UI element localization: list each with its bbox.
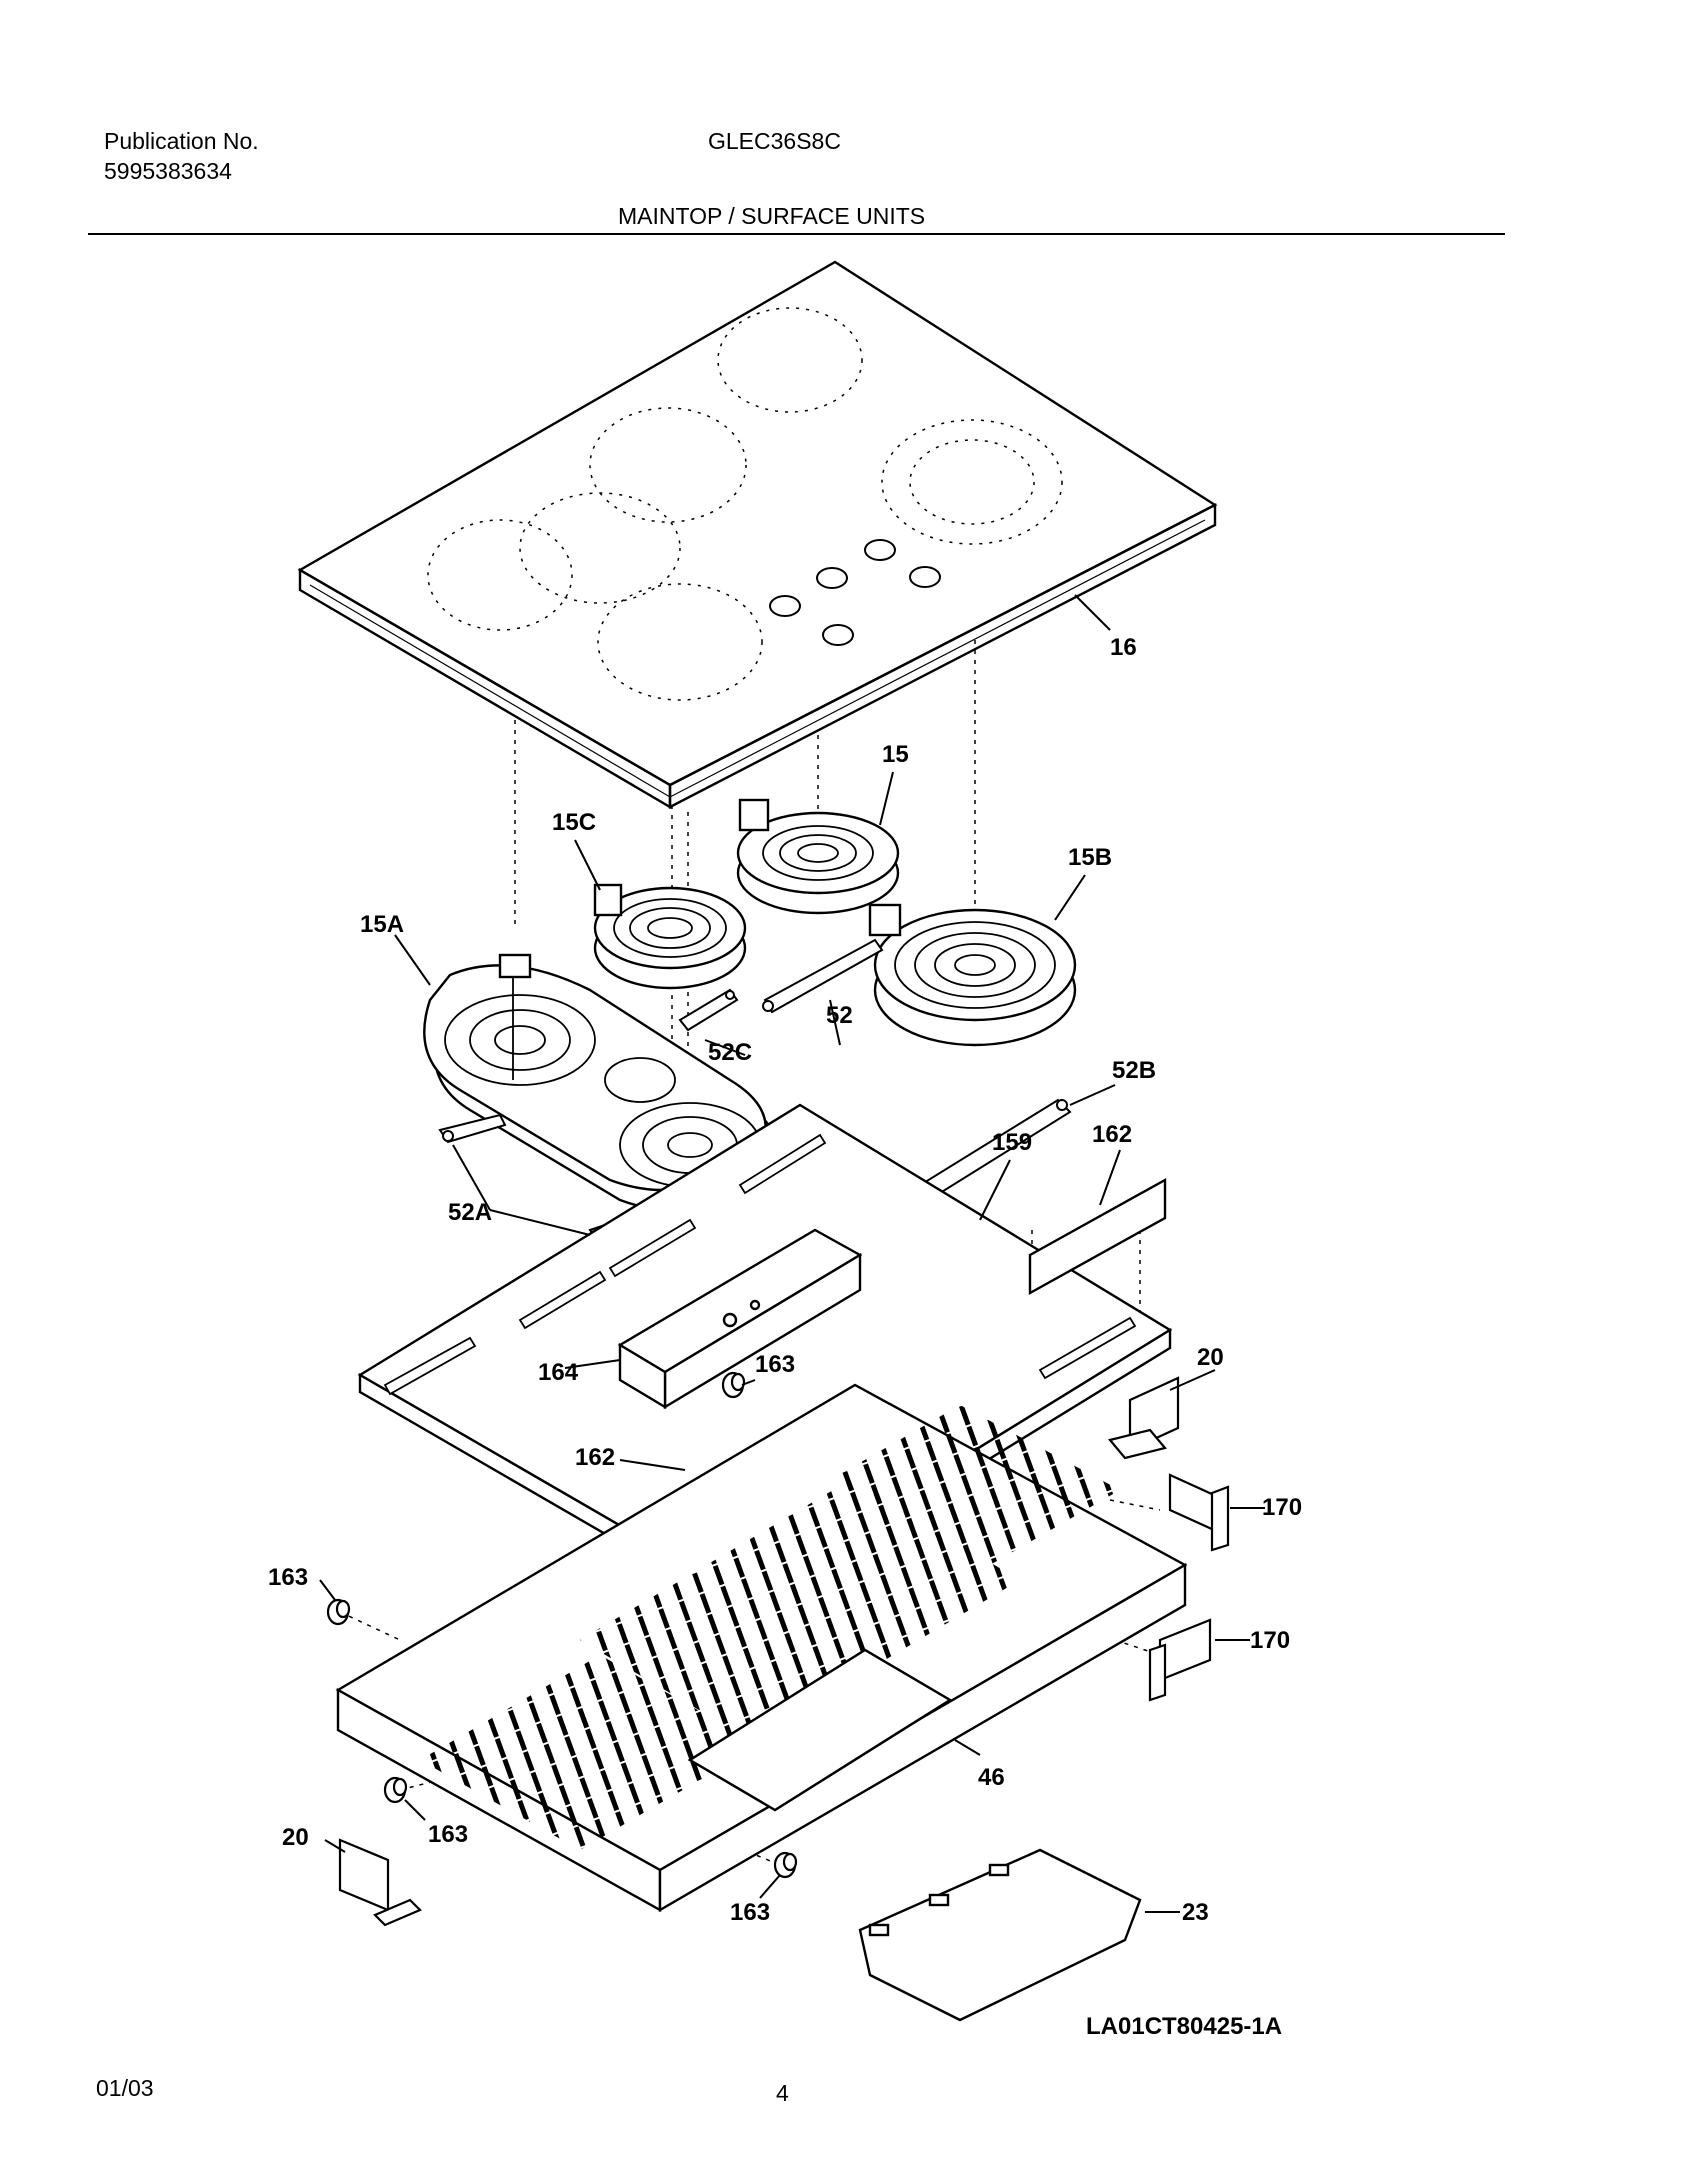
callout-163-bottom-center: 163 (730, 1899, 770, 1926)
support-channel-164 (617, 1228, 863, 1410)
callout-164: 164 (538, 1359, 579, 1386)
callout-15b: 15B (1068, 844, 1112, 871)
grommets-163 (326, 1371, 798, 1879)
bracket-170-lower (1148, 1618, 1212, 1702)
callout-170-upper: 170 (1262, 1494, 1302, 1521)
leader-lines (319, 594, 1265, 1913)
drawing-number: LA01CT80425-1A (1086, 2013, 1283, 2040)
callout-23: 23 (1182, 1899, 1209, 1926)
callout-20-left: 20 (282, 1824, 309, 1851)
callout-52a: 52A (448, 1199, 492, 1226)
callout-163-center: 163 (755, 1351, 795, 1378)
surface-unit-15b (868, 903, 1077, 1047)
callout-20-right: 20 (1197, 1344, 1224, 1371)
callout-52b: 52B (1112, 1057, 1156, 1084)
callout-162-center: 162 (575, 1444, 615, 1471)
callout-15c: 15C (552, 809, 596, 836)
bracket-52c (678, 988, 739, 1032)
section-title: MAINTOP / SURFACE UNITS (618, 203, 926, 229)
bracket-20-left (338, 1838, 422, 1927)
page-number: 4 (776, 2080, 789, 2106)
callout-52: 52 (826, 1002, 853, 1029)
insulation-162-right (1028, 1177, 1167, 1296)
surface-unit-15 (736, 798, 900, 915)
publication-date: 01/03 (96, 2075, 154, 2101)
callout-162-right: 162 (1092, 1121, 1132, 1148)
bracket-20-right (1108, 1376, 1180, 1460)
callout-15a: 15A (360, 911, 404, 938)
model-number: GLEC36S8C (708, 128, 841, 154)
callout-163-bottom-left: 163 (428, 1821, 468, 1848)
publication-number: 5995383634 (104, 158, 232, 184)
surface-unit-15c (593, 883, 747, 990)
callout-163-left: 163 (268, 1564, 308, 1591)
cover-plate-23 (858, 1848, 1142, 2022)
callout-15: 15 (882, 741, 909, 768)
callout-170-lower: 170 (1250, 1627, 1290, 1654)
bracket-52 (762, 938, 884, 1014)
callout-159: 159 (992, 1129, 1032, 1156)
callout-labels: 16 15 15C 15B 15A 52 52B 52C 52A 159 162… (268, 634, 1302, 1926)
header-rule (88, 233, 1505, 235)
callout-46: 46 (978, 1764, 1005, 1791)
burner-box-46 (335, 1383, 1188, 1913)
publication-label: Publication No. (104, 128, 259, 154)
callout-16: 16 (1110, 634, 1137, 661)
callout-52c: 52C (708, 1039, 752, 1066)
bracket-170-upper (1168, 1473, 1230, 1552)
surface-unit-15a-bridge (423, 953, 777, 1212)
maintop-glass (297, 260, 1218, 810)
